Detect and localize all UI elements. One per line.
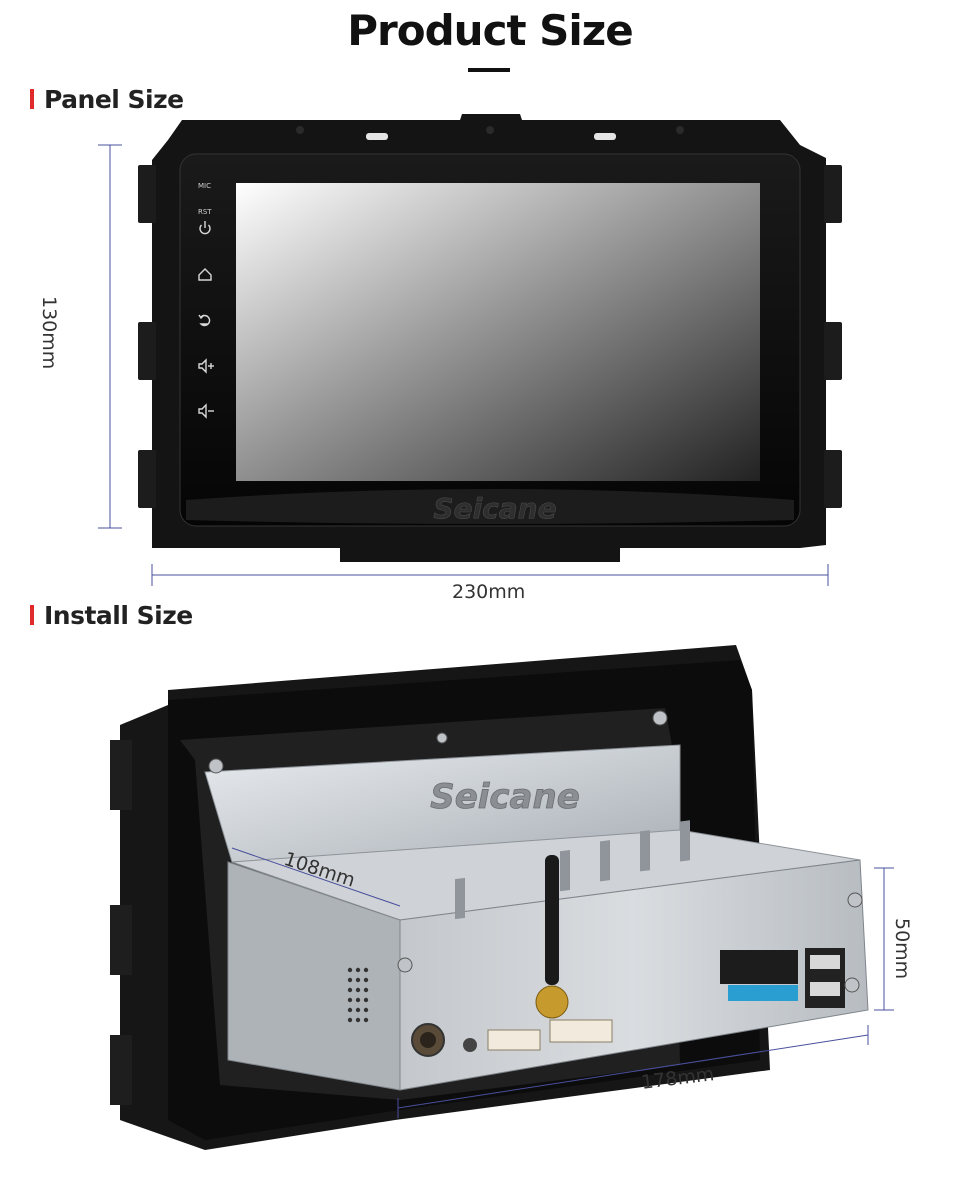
page-title: Product Size xyxy=(347,6,634,55)
section-heading-install-label: Install Size xyxy=(44,600,193,630)
title-underline xyxy=(468,68,510,72)
back-icon[interactable] xyxy=(198,314,211,327)
volume-down-icon[interactable] xyxy=(198,403,214,419)
panel-width-dimension xyxy=(151,564,829,586)
section-heading-panel-label: Panel Size xyxy=(44,84,184,114)
antenna-icon xyxy=(545,855,559,985)
panel-brand-logo: Seicane xyxy=(433,492,556,525)
mic-label: MIC xyxy=(198,182,211,190)
install-depth-dimension xyxy=(231,847,401,907)
section-heading-install: Install Size xyxy=(30,598,193,632)
power-icon[interactable] xyxy=(199,221,211,235)
section-accent-bar xyxy=(30,605,34,625)
panel-width-label: 230mm xyxy=(452,581,526,603)
install-height-label: 50mm xyxy=(891,918,913,980)
install-height-dimension xyxy=(874,867,894,1011)
section-accent-bar xyxy=(30,89,34,109)
panel-height-label: 130mm xyxy=(38,296,60,370)
panel-screen xyxy=(236,183,760,481)
section-heading-panel: Panel Size xyxy=(30,82,184,116)
home-icon[interactable] xyxy=(198,268,212,281)
install-figure: Seicane xyxy=(110,645,869,1150)
rst-label: RST xyxy=(198,208,212,216)
volume-up-icon[interactable] xyxy=(198,358,214,374)
install-width-dimension xyxy=(397,1025,869,1118)
panel-height-dimension xyxy=(98,144,122,529)
install-brand-logo: Seicane xyxy=(430,777,580,817)
